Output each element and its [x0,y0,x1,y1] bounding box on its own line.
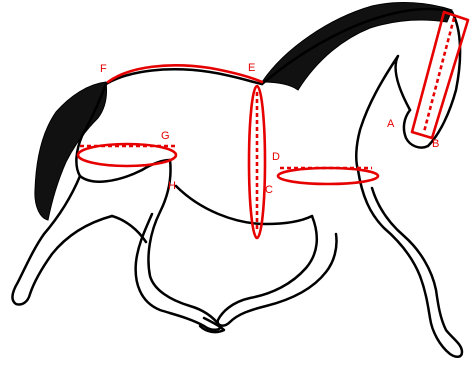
label-g: G [161,130,170,142]
measurement-hind-ellipse [78,144,176,166]
horse-hind-leg-rear [12,176,112,305]
label-a: A [387,118,395,130]
label-d: D [272,151,280,163]
measurement-lines [78,12,468,238]
horse-mane [262,3,452,90]
horse-front-leg-forward [358,170,462,357]
measurement-chest-ellipse [278,168,378,184]
horse-belly [176,186,312,224]
label-h: H [168,180,176,192]
horse-front-leg-bent [218,216,337,326]
label-c: C [265,184,273,196]
horse-neck-front [356,56,410,170]
label-f: F [100,63,107,75]
label-e: E [248,62,255,74]
horse-hind-leg-front [136,160,221,330]
horse-figure [12,3,462,357]
horse-tail [35,82,107,220]
label-b: B [432,138,439,150]
